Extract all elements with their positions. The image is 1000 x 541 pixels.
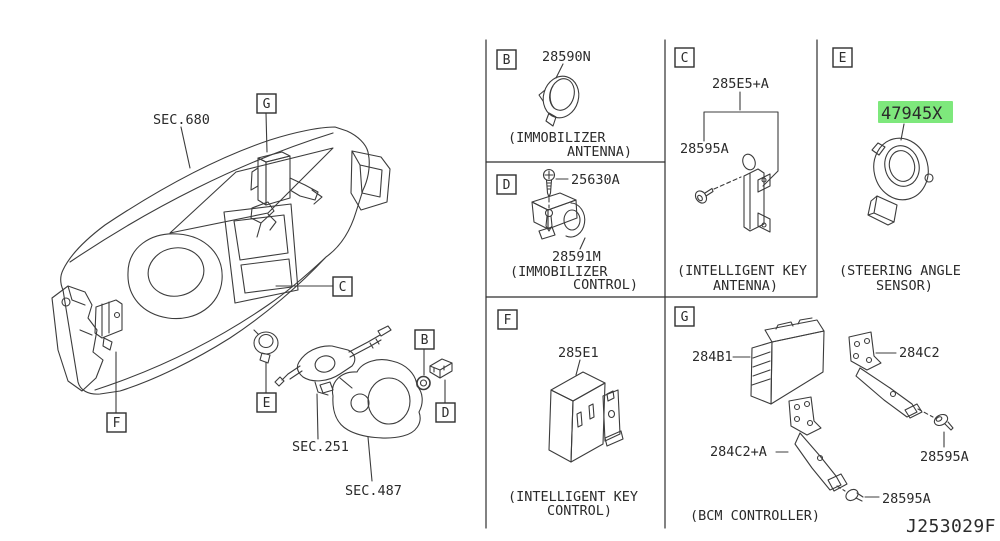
- callout-b-letter: B: [421, 333, 429, 348]
- part-28590N[interactable]: 28590N: [542, 49, 591, 65]
- panel-b-letter: B: [503, 53, 511, 68]
- panel-e-caption-1: (STEERING ANGLE: [839, 263, 961, 279]
- screw-28595A-right-drawing: [933, 413, 954, 431]
- immobilizer-control-installed: [429, 358, 453, 379]
- bcm-module-installed: [250, 151, 323, 238]
- part-284C2[interactable]: 284C2: [899, 345, 940, 361]
- part-28591M[interactable]: 28591M: [552, 249, 601, 265]
- panel-g: G 284B1 284C2 28595A: [674, 306, 969, 524]
- callout-b: B: [414, 329, 435, 376]
- panel-b-letter-box: [496, 49, 517, 70]
- callout-e: E: [256, 361, 277, 413]
- panel-c-caption-2: ANTENNA): [713, 278, 778, 294]
- panel-f-letter: F: [504, 313, 512, 328]
- panel-d-letter-box: [496, 174, 517, 195]
- callout-f: F: [106, 351, 127, 433]
- combination-switch: [274, 325, 392, 396]
- callout-e-letter: E: [263, 396, 271, 411]
- callout-f-letter: F: [113, 416, 121, 431]
- part-28595A-bottom[interactable]: 28595A: [882, 491, 931, 507]
- part-285E5A[interactable]: 285E5+A: [712, 76, 769, 92]
- sec-251-leader: [316, 393, 319, 440]
- panel-c-letter: C: [681, 51, 689, 66]
- clock-spring-installed: [253, 329, 279, 364]
- panel-grid: [485, 39, 818, 529]
- part-25630A[interactable]: 25630A: [571, 172, 620, 188]
- part-284B1[interactable]: 284B1: [692, 349, 733, 365]
- panel-c: C 285E5+A 28595A (INTELLIGENT KEY ANTENN…: [674, 47, 807, 294]
- part-highlight-box[interactable]: [878, 101, 953, 123]
- panel-f-caption-2: CONTROL): [547, 503, 612, 519]
- panel-f: F 285E1 (INTELLIGENT KEY CONTROL): [497, 309, 638, 519]
- part-285E1[interactable]: 285E1: [558, 345, 599, 361]
- screw-25630A-drawing: [542, 168, 556, 198]
- panel-b-caption-1: (IMMOBILIZER: [508, 130, 606, 146]
- panel-g-caption-1: (BCM CONTROLLER): [690, 508, 820, 524]
- dashboard-illustration: [51, 126, 453, 439]
- callout-c: C: [275, 276, 353, 297]
- intelligent-key-control-drawing: [548, 371, 624, 463]
- sec-680-label: SEC.680: [153, 112, 210, 128]
- sec-680-leader: [180, 126, 191, 169]
- bracket-284C2A-drawing: [788, 396, 848, 492]
- left-view-labels: SEC.680 SEC.251 SEC.487 G C E F: [106, 93, 456, 499]
- intelligent-key-antenna-drawing: [742, 153, 771, 233]
- panel-f-caption-1: (INTELLIGENT KEY: [508, 489, 638, 505]
- panel-e-letter: E: [839, 51, 847, 66]
- screw-28595A-drawing: [694, 187, 714, 204]
- immobilizer-ring-installed: [416, 375, 431, 391]
- bcm-module-drawing: [750, 317, 825, 405]
- part-47945X[interactable]: 47945X: [881, 104, 943, 124]
- highlighted-part-label[interactable]: 47945X: [878, 101, 953, 124]
- callout-g-letter: G: [263, 97, 271, 112]
- panel-c-caption-1: (INTELLIGENT KEY: [677, 263, 807, 279]
- callout-d-letter: D: [442, 406, 450, 421]
- kick-panel-structure: [51, 285, 123, 392]
- part-28595A-right[interactable]: 28595A: [920, 449, 969, 465]
- panel-b: B 28590N (IMMOBILIZER ANTENNA): [496, 49, 632, 160]
- steering-angle-sensor-drawing: [867, 137, 934, 226]
- panel-d-caption-1: (IMMOBILIZER: [510, 264, 608, 280]
- sec-251-label: SEC.251: [292, 439, 349, 455]
- callout-d: D: [435, 379, 456, 423]
- screw-28595A-bottom-drawing: [845, 488, 864, 502]
- panel-e-letter-box: [832, 47, 853, 68]
- bracket-284C2-drawing: [848, 331, 923, 419]
- immobilizer-antenna-drawing: [538, 75, 580, 127]
- panel-g-letter: G: [681, 310, 689, 325]
- part-28595A-c[interactable]: 28595A: [680, 141, 729, 157]
- panel-d: D 25630A 28591M (IMMOBILIZER CONTROL): [496, 168, 638, 293]
- callout-c-letter: C: [339, 280, 347, 295]
- callout-g: G: [256, 93, 277, 153]
- panel-e: E 47945X (STEERING ANGLE SENSOR): [832, 47, 961, 294]
- panel-g-letter-box: [674, 306, 695, 327]
- part-284C2A[interactable]: 284C2+A: [710, 444, 767, 460]
- panel-f-letter-box: [497, 309, 518, 330]
- panel-b-caption-2: ANTENNA): [567, 144, 632, 160]
- immobilizer-control-drawing: [531, 192, 586, 240]
- diagram-code: J253029F: [906, 516, 996, 537]
- panel-e-caption-2: SENSOR): [876, 278, 933, 294]
- panel-c-letter-box: [674, 47, 695, 68]
- steering-column-cover: [331, 359, 423, 439]
- sec-487-leader: [367, 436, 373, 482]
- panel-d-letter: D: [503, 178, 511, 193]
- panel-d-caption-2: CONTROL): [573, 277, 638, 293]
- sec-487-label: SEC.487: [345, 483, 402, 499]
